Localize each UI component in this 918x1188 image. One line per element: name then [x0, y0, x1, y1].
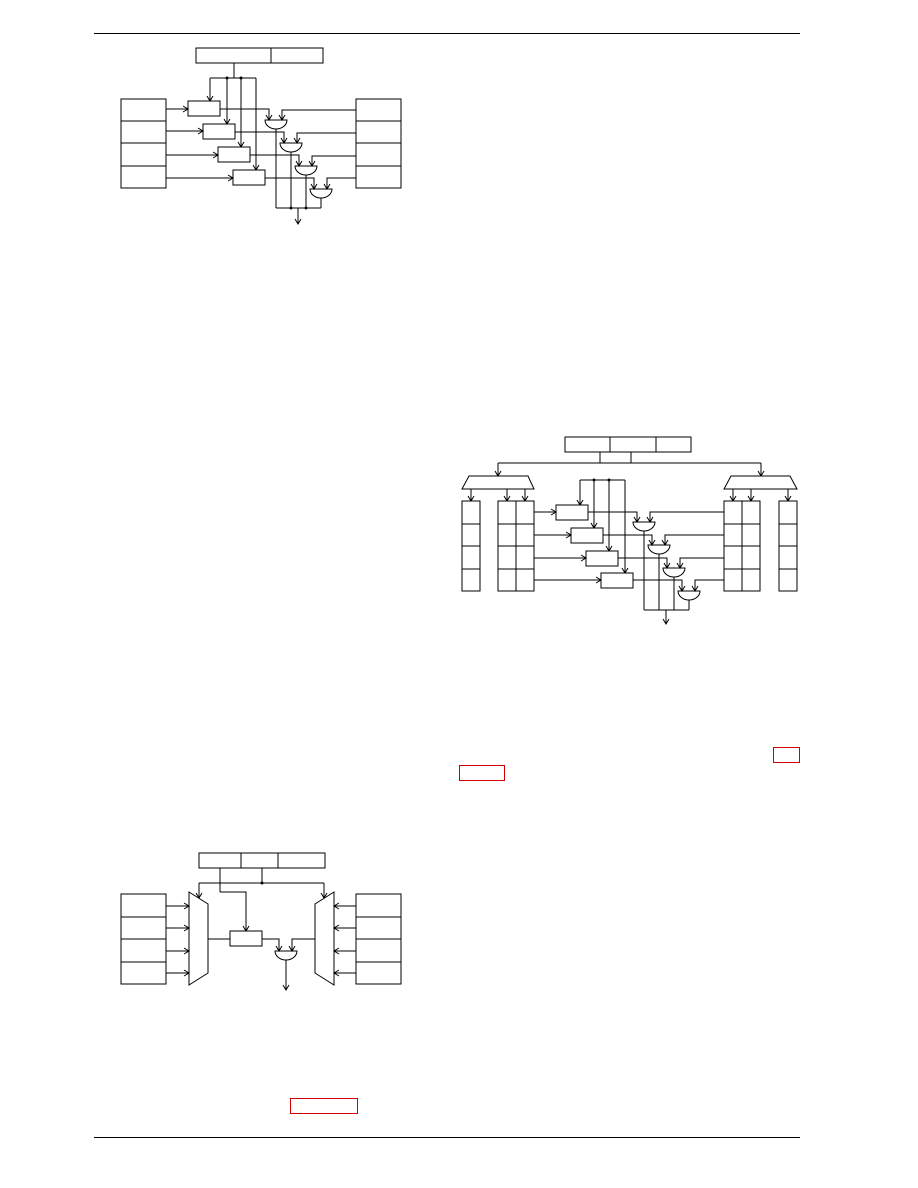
fig3-left-way-1 [120, 893, 167, 918]
fig1-comparator-4 [309, 188, 333, 199]
fig2-right-decoder [723, 475, 798, 490]
fig2-comparator-3 [662, 567, 686, 578]
fig2-left-column-a [461, 500, 481, 592]
footer-rule [94, 1137, 800, 1138]
fig1-comparator-2 [279, 142, 303, 153]
fig3-left-mux [188, 891, 209, 986]
fig2-comparator-2 [647, 544, 671, 555]
fig3-hash [229, 930, 263, 947]
fig2-comparator-4 [677, 590, 701, 601]
fig1-comparator-3 [294, 165, 318, 176]
ref-box-3[interactable] [290, 1098, 358, 1114]
fig3-right-way-3 [355, 938, 402, 963]
fig2-right-column-b [778, 500, 798, 592]
fig2-right-column-a [723, 500, 761, 592]
fig1-address-field-2 [270, 47, 324, 64]
fig3-left-way-2 [120, 916, 167, 940]
fig3-address-field-3 [277, 852, 326, 869]
fig3-left-way-4 [120, 961, 167, 985]
header-rule [94, 33, 800, 34]
fig3-address-field-2 [240, 852, 279, 869]
fig1-right-way-4 [355, 165, 402, 189]
fig2-comparator-1 [632, 521, 656, 532]
fig2-left-decoder [461, 475, 535, 490]
ref-box-1[interactable] [773, 747, 800, 763]
ref-box-2[interactable] [459, 765, 505, 781]
fig3-right-way-1 [355, 893, 402, 918]
fig1-comparator-1 [264, 119, 288, 130]
fig1-left-way-4 [120, 165, 167, 189]
fig2-left-column-b [497, 500, 535, 592]
fig3-right-way-4 [355, 961, 402, 985]
fig2-address-field-3 [655, 436, 692, 453]
fig3-right-way-2 [355, 916, 402, 940]
fig3-right-mux [314, 891, 335, 986]
fig3-address-field-1 [198, 852, 242, 869]
fig3-comparator [274, 950, 298, 961]
fig3-left-way-3 [120, 938, 167, 963]
